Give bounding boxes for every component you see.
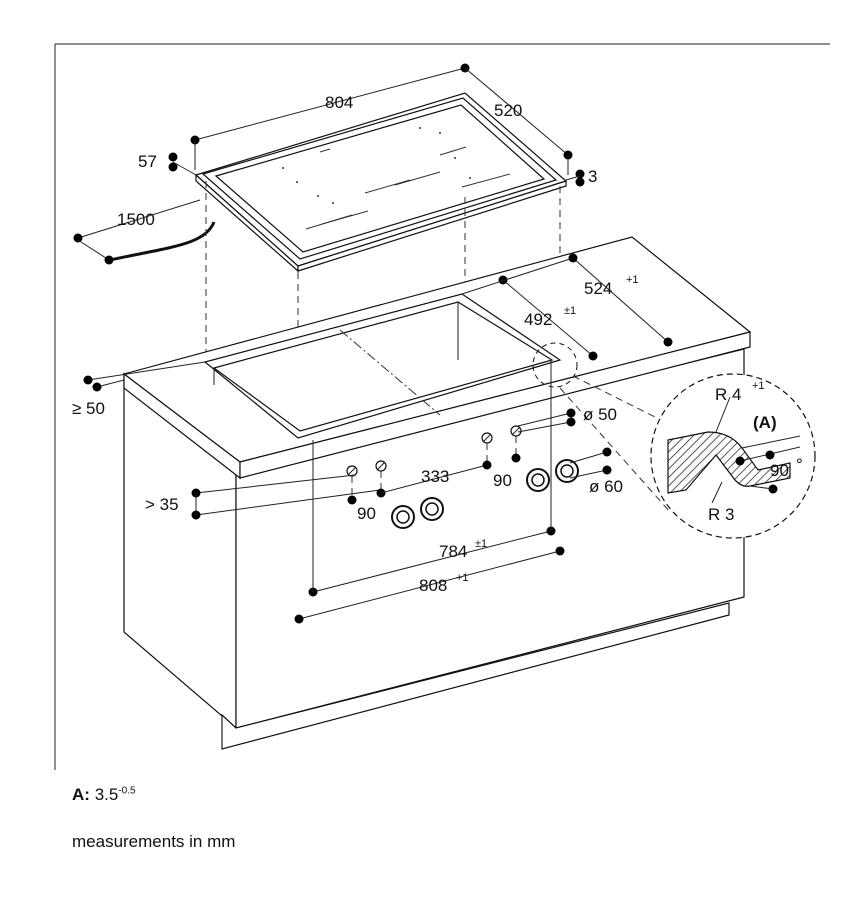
detail-a: (A) [753, 413, 777, 432]
power-cable [109, 221, 216, 262]
hob [109, 92, 568, 273]
hob-glass-inner [214, 104, 546, 253]
dim-808-tol: +1 [456, 572, 469, 584]
dim-804: 804 [325, 93, 353, 112]
dim-333: 333 [421, 467, 449, 486]
cutout-centerline [339, 329, 441, 416]
dim-784-tol: ±1 [475, 538, 487, 550]
cabinet [122, 236, 752, 750]
dim-35: > 35 [145, 495, 179, 514]
cutout-dimensions [83, 253, 673, 392]
footnote: A: 3.5-0.5 [72, 785, 136, 805]
hob-glass [201, 97, 558, 260]
hob-markings [305, 146, 511, 230]
dim-3: 3 [588, 167, 597, 186]
detail-source-circle [532, 342, 578, 388]
knob [420, 497, 444, 521]
labels: 804 520 57 3 1500 524 +1 492 ±1 ≥ 50 > 3… [72, 93, 803, 595]
dim-90-left: 90 [357, 504, 376, 523]
dim-hole-50: ø 50 [583, 405, 617, 424]
dim-90-right: 90 [493, 471, 512, 490]
footnote-value: 3.5 [94, 785, 119, 804]
worktop-right [239, 331, 751, 479]
knob [391, 505, 415, 529]
dim-min-50: ≥ 50 [72, 399, 105, 418]
detail-r3: R 3 [708, 505, 734, 524]
dim-492: 492 [524, 310, 552, 329]
dim-1500: 1500 [117, 210, 155, 229]
units-note: measurements in mm [72, 832, 236, 851]
hob-dimensions [73, 63, 585, 265]
hob-side-right [297, 180, 567, 272]
detail-r4-tol: +1 [752, 380, 765, 392]
footnote-label: A: [72, 785, 90, 804]
control-knobs [346, 425, 579, 529]
detail-worktop-section [667, 431, 791, 494]
dim-57: 57 [138, 152, 157, 171]
dim-784: 784 [439, 542, 467, 561]
dim-808: 808 [419, 576, 447, 595]
knob [555, 459, 579, 483]
front-dimensions [191, 360, 612, 624]
dim-492-tol: ±1 [564, 305, 576, 317]
hob-dots [282, 127, 471, 204]
dim-524-tol: +1 [626, 274, 639, 286]
dim-524: 524 [584, 279, 612, 298]
dim-hole-60: ø 60 [589, 477, 623, 496]
footnote-tolerance: -0.5 [118, 785, 136, 797]
detail-angle: 90 [770, 461, 789, 480]
cutout-inner [212, 301, 554, 432]
knob [526, 468, 550, 492]
detail-view [532, 342, 816, 539]
dim-520: 520 [494, 101, 522, 120]
detail-r4: R 4 [715, 385, 741, 404]
detail-angle-unit: ° [796, 455, 803, 474]
